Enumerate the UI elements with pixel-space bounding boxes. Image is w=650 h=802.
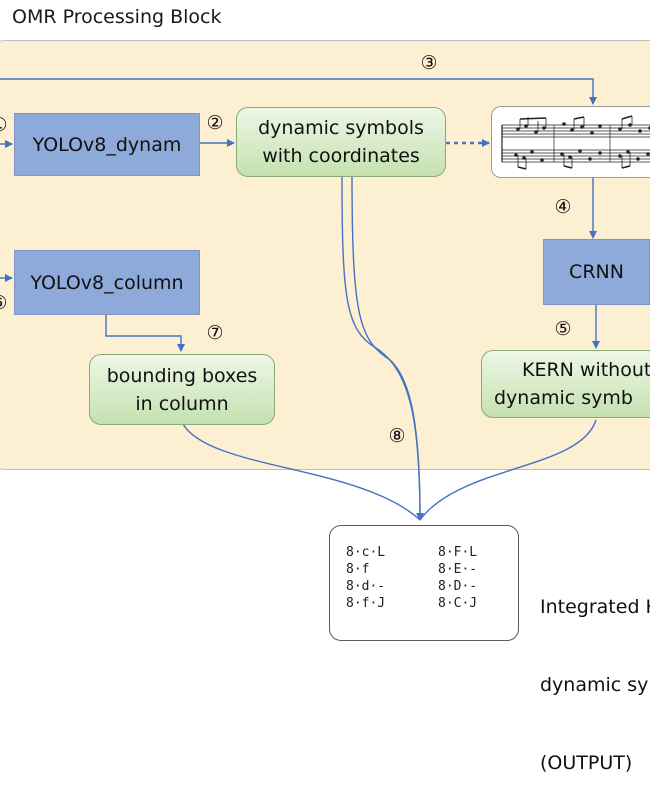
arrow-symbols-to-output-aux [351,175,421,521]
output-kern-box: 8·c·L 8·f 8·d·- 8·f·J 8·F·L 8·E·- 8·D·- … [329,525,519,641]
step-3-marker: ③ [420,52,438,74]
kern-left-line-3: 8·d·- [346,579,386,594]
kern-right-line-1: 8·F·L [438,545,478,560]
arrow-kern-to-output [419,419,597,521]
crnn-label: CRNN [569,261,624,283]
kern-column-left: 8·c·L 8·f 8·d·- 8·f·J [346,544,385,612]
kern-line-2: dynamic symb [494,387,633,409]
bounding-boxes-line-1: bounding boxes [106,364,258,387]
sheet-music-image [491,106,650,178]
output-label-line-2: dynamic syr [540,674,650,696]
kern-right-line-3: 8·D·- [438,579,478,594]
bounding-boxes-line-2: in column [135,392,229,415]
output-label-line-3: (OUTPUT) [540,752,633,774]
yolov8-dynam-label: YOLOv8_dynam [32,133,182,156]
dynamic-symbols-line-2: with coordinates [262,145,420,167]
yolov8-column-label: YOLOv8_column [30,271,184,294]
step-7-marker: ⑦ [206,322,224,344]
dynamic-symbols-line-1: dynamic symbols [258,117,424,139]
kern-left-line-2: 8·f [346,562,370,577]
kern-line-1: KERN without [522,359,650,381]
yolov8-dynam-box: YOLOv8_dynam [14,113,200,176]
output-label-line-1: Integrated K [540,596,650,618]
step-8-marker: ⑧ [388,425,406,447]
kern-left-line-4: 8·f·J [346,596,386,611]
kern-left-line-1: 8·c·L [346,545,386,560]
kern-column-right: 8·F·L 8·E·- 8·D·- 8·C·J [438,544,477,612]
dynamic-symbols-box: dynamic symbols with coordinates [236,107,446,177]
step-5-marker: ⑤ [554,318,572,340]
kern-without-dynamics-box: KERN without dynamic symb [481,350,650,418]
kern-right-line-2: 8·E·- [438,562,478,577]
arrow-step8-symbols-to-output [341,175,424,521]
diagram-title: OMR Processing Block [12,6,222,28]
kern-right-line-4: 8·C·J [438,596,478,611]
step-1-marker: ① [0,112,12,138]
connector-layer [0,78,600,521]
arrow-boxes-to-output [182,423,421,521]
yolov8-column-box: YOLOv8_column [14,250,200,315]
arrow-step7-column-to-boxes [105,314,185,352]
step-6-marker: ⑥ [0,290,12,316]
crnn-box: CRNN [543,239,650,305]
output-label: Integrated K dynamic syr (OUTPUT) [540,542,650,802]
sheet-music-score-icon [501,115,650,170]
step-4-marker: ④ [554,196,572,218]
step-2-marker: ② [206,112,224,134]
bounding-boxes-box: bounding boxes in column [89,354,275,425]
arrow-step3-to-sheet [0,78,597,105]
